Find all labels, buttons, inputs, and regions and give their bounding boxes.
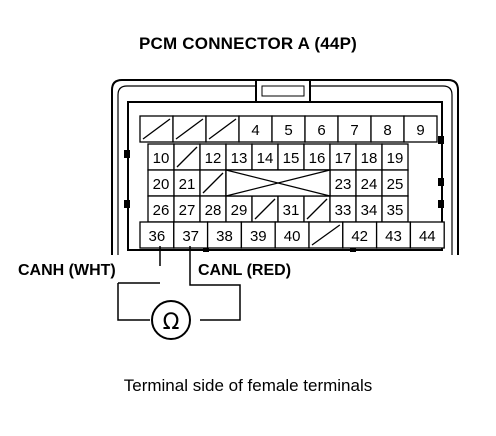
pin-number-33: 33 (335, 202, 352, 219)
pin-number-25: 25 (387, 176, 404, 193)
pin-number-14: 14 (257, 150, 274, 167)
diagram-caption: Terminal side of female terminals (123, 376, 373, 395)
pin-cell (381, 169, 409, 197)
unused-cavity-slash (142, 118, 171, 140)
pin-number-24: 24 (361, 176, 378, 193)
pin-cell (139, 221, 175, 249)
unused-cavity-slash (202, 172, 224, 194)
unused-cavity-slash (306, 198, 328, 220)
pin-number-28: 28 (205, 202, 222, 219)
unused-cavity-slash (254, 198, 276, 220)
side-key-left-1 (124, 150, 130, 158)
pin-number-8: 8 (383, 122, 391, 139)
pin-cell (277, 143, 305, 171)
pin-cell (271, 115, 306, 143)
pin-number-39: 39 (250, 228, 267, 245)
pin-number-23: 23 (335, 176, 352, 193)
pin-number-13: 13 (231, 150, 248, 167)
unused-cavity-slash (175, 118, 204, 140)
pin-number-34: 34 (361, 202, 378, 219)
pin-cell (355, 169, 383, 197)
pin-number-4: 4 (251, 122, 259, 139)
pin-number-35: 35 (387, 202, 404, 219)
pin-number-17: 17 (335, 150, 352, 167)
pin-number-15: 15 (283, 150, 300, 167)
pin-number-40: 40 (284, 228, 301, 245)
pin-cell (173, 221, 209, 249)
canh-wire (117, 283, 150, 321)
pin-number-37: 37 (182, 228, 199, 245)
pin-number-20: 20 (153, 176, 170, 193)
pin-number-43: 43 (385, 228, 402, 245)
latch-tab-inner (261, 85, 305, 97)
pin-cell (199, 143, 227, 171)
ohmmeter-icon (151, 300, 191, 340)
ohm-symbol: Ω (163, 310, 180, 335)
pin-cell (274, 221, 310, 249)
pin-number-27: 27 (179, 202, 196, 219)
pin-number-36: 36 (149, 228, 166, 245)
pin-number-10: 10 (153, 150, 170, 167)
pin-cell (403, 115, 438, 143)
pin-number-7: 7 (350, 122, 358, 139)
bottom-key-2 (350, 246, 356, 252)
pin-number-29: 29 (231, 202, 248, 219)
unused-cavity-slash (208, 118, 237, 140)
pin-cell (329, 195, 357, 223)
pin-number-16: 16 (309, 150, 326, 167)
unused-cavity-slash (311, 224, 341, 246)
canl-wire (189, 246, 241, 321)
pin-number-19: 19 (387, 150, 404, 167)
pin-number-42: 42 (351, 228, 368, 245)
pin-grid: 4 5 6 7 8 9 10 12 13 14 15 16 17 18 19 20 21 23 24 25 26 27 28… (139, 115, 445, 249)
pin-number-26: 26 (153, 202, 170, 219)
pin-cell (304, 115, 339, 143)
side-key-right-1 (438, 136, 444, 144)
pin-number-6: 6 (317, 122, 325, 139)
pin-cell (238, 115, 273, 143)
pin-number-5: 5 (284, 122, 292, 139)
side-key-left-2 (124, 200, 130, 208)
pin-number-12: 12 (205, 150, 222, 167)
pin-number-18: 18 (361, 150, 378, 167)
side-key-right-3 (438, 200, 444, 208)
diagram-title: PCM CONNECTOR A (44P) (139, 34, 357, 53)
pin-cell (337, 115, 372, 143)
pin-cell (375, 221, 412, 249)
unused-cavity-slash (176, 146, 198, 168)
canl-label: CANL (RED) (198, 262, 292, 279)
canh-label: CANH (WHT) (18, 262, 116, 279)
pin-cell (240, 221, 276, 249)
pin-number-38: 38 (216, 228, 233, 245)
side-key-right-2 (438, 178, 444, 186)
pin-cell (409, 221, 445, 249)
pin-number-44: 44 (419, 228, 436, 245)
latch-tab (255, 79, 311, 103)
pin-number-9: 9 (416, 122, 424, 139)
blank-zone-cross-b (225, 169, 331, 197)
pin-number-21: 21 (179, 176, 196, 193)
bottom-key-1 (203, 246, 209, 252)
pin-number-31: 31 (283, 202, 300, 219)
